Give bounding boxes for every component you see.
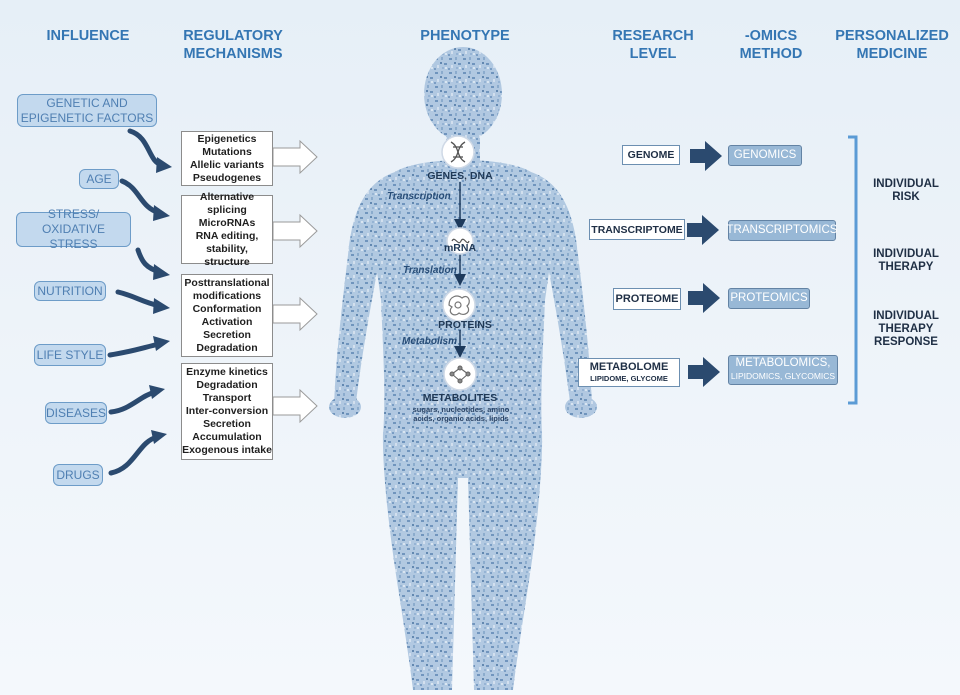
influence-stress: STRESS/ OXIDATIVE STRESS xyxy=(16,207,131,251)
molecule-icon xyxy=(449,365,471,384)
node-label-metabolites: METABOLITES xyxy=(422,392,498,404)
influence-lifestyle: LIFE STYLE xyxy=(34,344,106,366)
influence-drugs: DRUGS xyxy=(53,464,103,486)
node-label-proteins: PROTEINS xyxy=(438,319,492,331)
header-phenotype: PHENOTYPE xyxy=(420,28,510,44)
mechanism-box-genes: Epigenetics Mutations Allelic variants P… xyxy=(181,131,273,186)
omics-method-genomics: GENOMICS xyxy=(728,145,802,166)
research-level-metabolome: METABOLOME LIPIDOME, GLYCOME xyxy=(578,358,680,387)
mechanism-box-mrna: Alternative splicing MicroRNAs RNA editi… xyxy=(181,191,273,268)
mrna-icon xyxy=(451,238,470,244)
metabolites-subtitle: sugars, nucleotides, amino acids, organi… xyxy=(412,405,510,423)
omics-method-transcriptomics: TRANSCRIPTOMICS xyxy=(727,220,837,241)
influence-arrowheads xyxy=(149,157,172,444)
header-influence: INFLUENCE xyxy=(46,28,130,44)
header-omics-method: -OMICS METHOD xyxy=(739,28,803,62)
research-level-genome: GENOME xyxy=(622,145,680,165)
mechanism-box-proteins: Posttranslational modifications Conforma… xyxy=(181,274,273,357)
omics-method-metabolomics: METABOLOMICS, LIPIDOMICS, GLYCOMICS xyxy=(728,355,838,385)
influence-age: AGE xyxy=(79,169,119,189)
influence-nutrition: NUTRITION xyxy=(34,281,106,301)
process-label-translation: Translation xyxy=(403,265,457,276)
pm-individual-therapy-response: INDIVIDUAL THERAPY RESPONSE xyxy=(873,310,939,348)
research-level-proteome: PROTEOME xyxy=(613,288,681,310)
node-label-mrna: mRNA xyxy=(443,242,477,254)
process-label-metabolism: Metabolism xyxy=(402,336,458,347)
influence-arrow-drugs xyxy=(108,434,160,476)
influence-arrow-lifestyle xyxy=(107,341,162,358)
dna-icon xyxy=(450,141,466,163)
influence-genetic-epigenetic: GENETIC AND EPIGENETIC FACTORS xyxy=(17,94,157,127)
influence-arrow-diseases xyxy=(108,389,158,415)
mechanism-arrow-3 xyxy=(272,296,318,332)
header-regulatory-mechanisms: REGULATORY MECHANISMS xyxy=(183,28,283,62)
header-personalized-medicine: PERSONALIZED MEDICINE xyxy=(835,28,949,62)
mechanism-arrow-4 xyxy=(272,388,318,424)
pm-individual-therapy: INDIVIDUAL THERAPY xyxy=(873,248,939,273)
pm-individual-risk: INDIVIDUAL RISK xyxy=(873,178,939,203)
header-research-level: RESEARCH LEVEL xyxy=(612,28,694,62)
omics-arrows xyxy=(687,141,722,387)
mechanism-box-metabolites: Enzyme kinetics Degradation Transport In… xyxy=(181,363,273,460)
protein-icon xyxy=(448,295,470,316)
mechanism-arrows xyxy=(272,139,318,424)
personalized-bracket xyxy=(848,135,858,405)
research-level-transcriptome: TRANSCRIPTOME xyxy=(589,219,685,240)
influence-diseases: DISEASES xyxy=(45,402,107,424)
process-label-transcription: Transcription xyxy=(387,191,451,202)
node-label-genes: GENES, DNA xyxy=(427,170,493,182)
mechanism-arrow-2 xyxy=(272,213,318,249)
omics-method-proteomics: PROTEOMICS xyxy=(728,288,810,309)
